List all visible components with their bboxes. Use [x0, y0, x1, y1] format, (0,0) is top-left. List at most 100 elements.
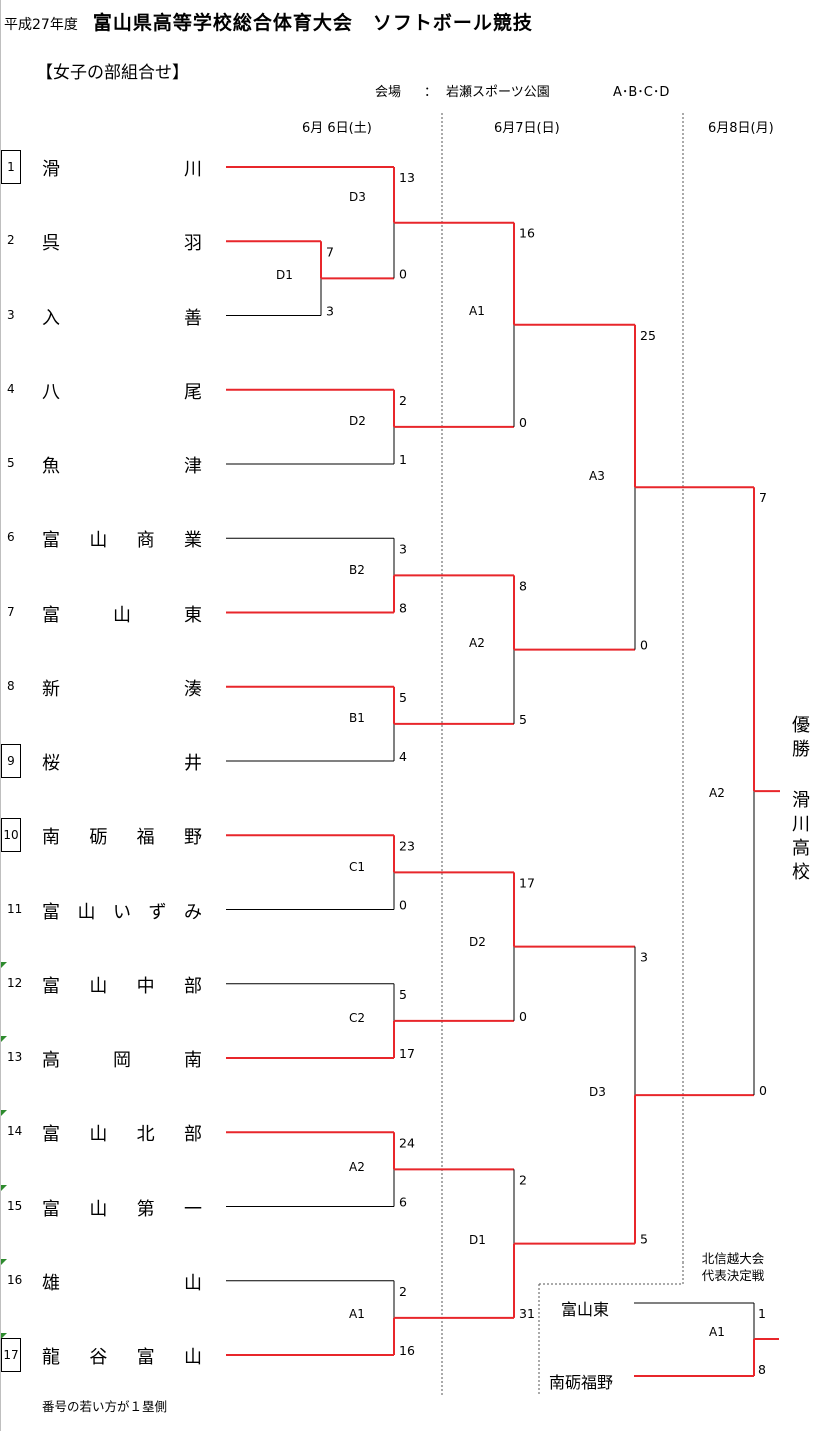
score-bottom: 17 [399, 1046, 415, 1061]
team-name-char: 尾 [184, 381, 202, 403]
team-name-char: 野 [183, 827, 202, 849]
team-name-char: 井 [184, 753, 202, 774]
seed-number: 11 [7, 901, 23, 916]
team-name-char: 雄 [42, 1272, 60, 1294]
team-name-char: 中 [136, 975, 155, 997]
team-name: 富山北部 [42, 1120, 202, 1146]
footnote: 番号の若い方が１塁側 [42, 1399, 168, 1414]
score-top: 13 [399, 170, 415, 185]
team-name-char: 新 [42, 678, 60, 700]
day-label-1: 6月 6日(土) [302, 121, 372, 136]
match-label: B2 [349, 563, 365, 577]
team-name: 入善 [42, 304, 202, 330]
team-name-char: 山 [89, 1124, 108, 1146]
match-label: D3 [589, 1085, 606, 1099]
score-bottom: 5 [640, 1232, 648, 1247]
team-name: 八尾 [42, 378, 202, 404]
flag-marker [1, 961, 7, 968]
seed-number: 16 [7, 1272, 23, 1287]
score-top: 3 [399, 541, 407, 556]
third-place-bottom-team: 南砺福野 [549, 1373, 614, 1392]
seed-number: 2 [7, 233, 15, 248]
score-top: 24 [399, 1135, 415, 1150]
score-bottom: 6 [399, 1195, 407, 1210]
score-bottom: 8 [758, 1362, 766, 1377]
page-title: 富山県高等学校総合体育大会 ソフトボール競技 [92, 12, 533, 34]
flag-marker [1, 1036, 7, 1042]
champion-label-char: 勝 [792, 739, 810, 760]
score-bottom: 1 [399, 452, 407, 467]
team-name: 新湊 [42, 675, 202, 701]
team-name-char: 山 [89, 1198, 108, 1220]
score-bottom: 0 [519, 1009, 527, 1024]
champion-label-char: 優 [792, 715, 810, 736]
team-name-char: い [113, 901, 131, 923]
score-top: 7 [326, 244, 334, 259]
match-label: D2 [349, 414, 366, 428]
seed-number: 15 [7, 1198, 23, 1213]
flag-marker [1, 1110, 7, 1117]
score-bottom: 0 [640, 638, 648, 653]
score-top: 2 [519, 1172, 527, 1187]
page-left-rule [0, 0, 1, 1431]
seed-number: 3 [7, 307, 15, 322]
team-name-char: 龍 [42, 1347, 60, 1368]
score-bottom: 0 [759, 1083, 767, 1098]
match-label: D1 [469, 1233, 486, 1247]
score-top: 1 [758, 1306, 766, 1321]
team-name-char: 富 [42, 1124, 60, 1146]
team-name-char: 山 [184, 1272, 202, 1294]
team-name-char: 谷 [89, 1347, 108, 1368]
team-name-char: 山 [77, 901, 96, 923]
seed-number: 7 [7, 604, 15, 619]
team-name: 富山中部 [42, 972, 202, 998]
score-bottom: 4 [399, 749, 407, 764]
match-label: B1 [349, 711, 365, 725]
score-top: 25 [640, 328, 656, 343]
champion-school-char: 校 [792, 862, 810, 883]
team-name-char: 善 [184, 307, 202, 329]
seed-number: 1 [1, 150, 21, 184]
seed-number: 17 [1, 1338, 21, 1372]
venue-courts: A･B･C･D [613, 85, 670, 100]
team-name-char: 砺 [89, 827, 108, 849]
team-name-char: 魚 [42, 456, 60, 477]
team-name-char: 業 [183, 530, 202, 552]
score-top: 2 [399, 393, 407, 408]
score-top: 8 [519, 578, 527, 593]
third-place-title-line-2: 代表決定戦 [701, 1268, 765, 1283]
team-name: 南砺福野 [42, 823, 202, 849]
match-label: A3 [589, 469, 605, 483]
match-label: D3 [349, 190, 366, 204]
team-name-char: 川 [184, 159, 202, 180]
team-name-char: 富 [136, 1347, 155, 1368]
header: 平成27年度 富山県高等学校総合体育大会 ソフトボール競技 [4, 8, 533, 35]
score-bottom: 16 [399, 1343, 415, 1358]
champion-label: 優 勝 [789, 714, 813, 762]
score-bottom: 5 [519, 712, 527, 727]
score-top: 5 [399, 987, 407, 1002]
seed-number: 8 [7, 678, 15, 693]
match-label: C1 [349, 860, 365, 874]
venue-name: 岩瀬スポーツ公園 [446, 85, 550, 100]
team-name-char: 商 [136, 530, 155, 552]
score-bottom: 3 [326, 304, 334, 319]
third-place-top-team: 富山東 [561, 1300, 610, 1319]
team-name-char: 岡 [113, 1050, 131, 1071]
team-name-char: 滑 [42, 159, 60, 180]
match-label: A2 [469, 636, 485, 650]
seed-number: 5 [7, 456, 15, 470]
match-label: A1 [709, 1325, 725, 1339]
team-name: 高岡南 [42, 1046, 202, 1072]
team-name-char: 山 [183, 1347, 202, 1368]
team-name-char: 北 [136, 1124, 155, 1146]
team-name-char: 富 [42, 901, 60, 923]
score-top: 23 [399, 838, 415, 853]
team-name-char: 福 [136, 827, 155, 849]
seed-number: 6 [7, 530, 15, 545]
team-name: 富山いずみ [42, 898, 202, 924]
flag-marker [1, 1258, 7, 1265]
team-name-char: 第 [136, 1198, 155, 1220]
match-label: D2 [469, 935, 486, 949]
team-name-char: 湊 [184, 678, 202, 700]
